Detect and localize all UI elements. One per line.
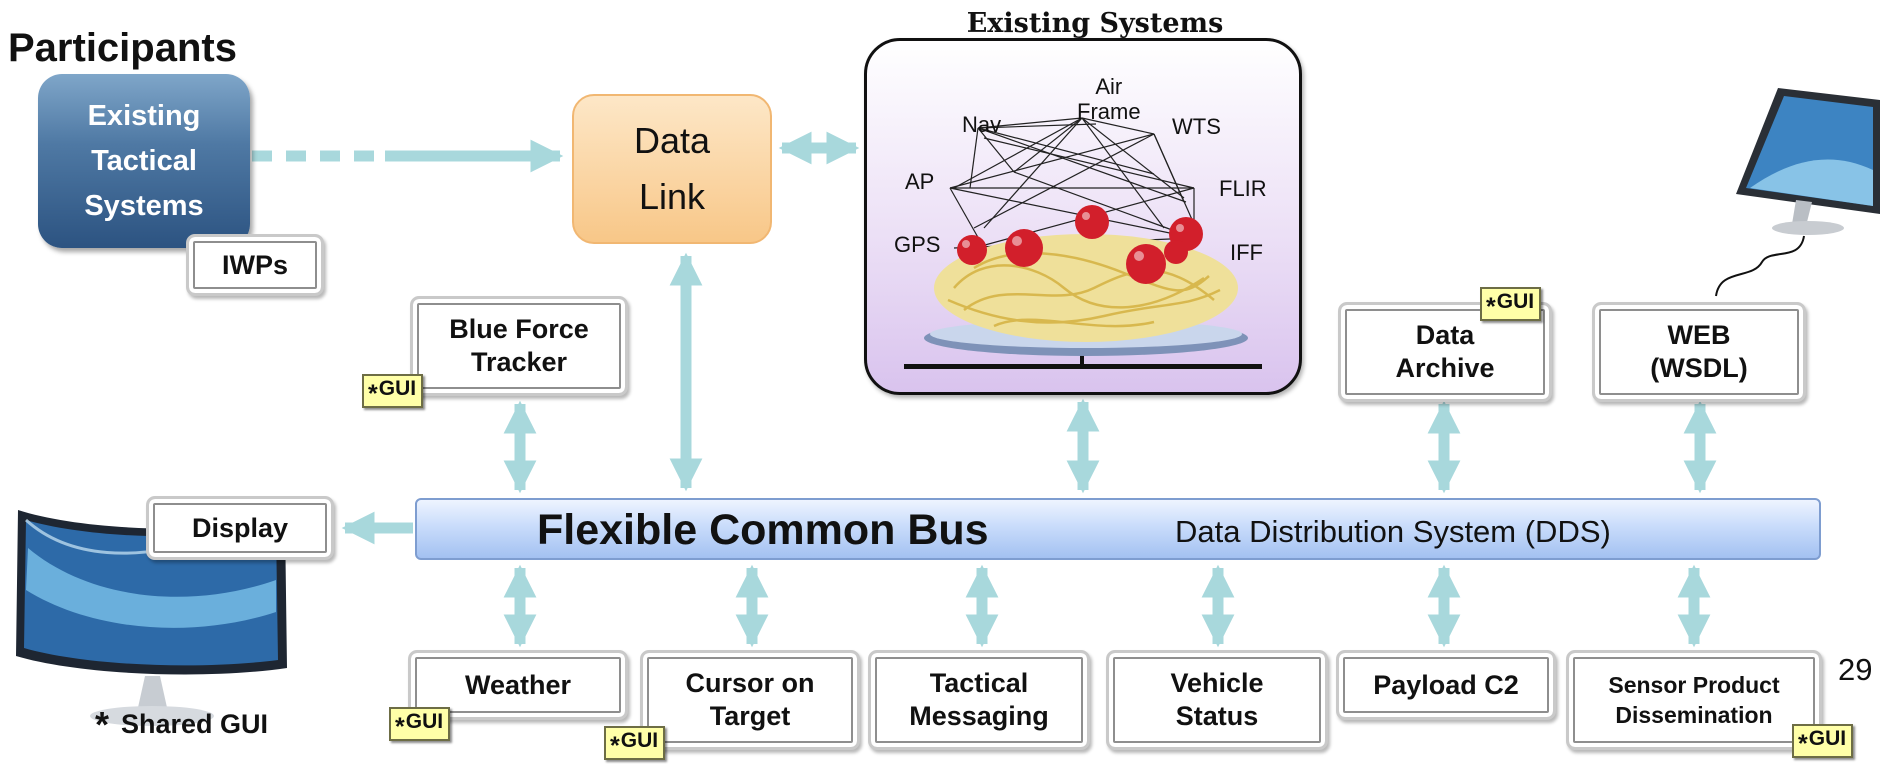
iwps-box[interactable]: IWPs — [186, 234, 324, 296]
blue-force-tracker-label: Blue Force Tracker — [449, 314, 589, 377]
sensor-product-dissemination-box[interactable]: Sensor Product Dissemination — [1566, 650, 1822, 750]
gui-tag-sensor: *GUI — [1792, 724, 1854, 758]
ap-label: AP — [905, 169, 935, 194]
gui-tag-data-archive: *GUI — [1480, 287, 1542, 321]
data-archive-label: Data Archive — [1395, 320, 1495, 383]
gui-star: * — [1486, 293, 1496, 321]
display-label: Display — [191, 512, 289, 543]
legend-star: * — [95, 704, 110, 745]
gps-label: GPS — [894, 232, 941, 257]
gui-text: GUI — [405, 710, 444, 733]
nav-label: Nav — [962, 112, 1002, 137]
flexible-common-bus[interactable]: Flexible Common Bus Data Distribution Sy… — [415, 498, 1821, 560]
bus-subtitle: Data Distribution System (DDS) — [1175, 514, 1611, 549]
tactical-messaging-box[interactable]: Tactical Messaging — [868, 650, 1090, 750]
spaghetti-network — [904, 117, 1262, 369]
gui-text: GUI — [1496, 290, 1535, 313]
desktop-monitor-icon — [1715, 88, 1880, 297]
iff-label: IFF — [1230, 240, 1263, 265]
vehicle-status-label: Vehicle Status — [1170, 668, 1264, 731]
blue-force-tracker-box[interactable]: Blue Force Tracker — [410, 296, 628, 396]
payload-c2-box[interactable]: Payload C2 — [1336, 650, 1556, 720]
gui-star: * — [395, 713, 405, 741]
flir-label: FLIR — [1219, 176, 1267, 201]
sensor-product-label: Sensor Product Dissemination — [1608, 672, 1780, 728]
gui-star: * — [610, 732, 620, 760]
wts-label: WTS — [1172, 114, 1221, 139]
display-box[interactable]: Display — [146, 496, 334, 560]
gui-star: * — [368, 380, 378, 408]
gui-tag-cursor: *GUI — [604, 726, 666, 760]
page-number: 29 — [1838, 652, 1873, 687]
iwps-label: IWPs — [221, 249, 288, 280]
tactical-messaging-label: Tactical Messaging — [909, 668, 1049, 731]
cursor-on-target-label: Cursor on Target — [685, 668, 815, 731]
gui-star: * — [1798, 730, 1808, 758]
gui-text: GUI — [1808, 727, 1847, 750]
air-frame-label: Air Frame — [1077, 74, 1141, 124]
web-wsdl-box[interactable]: WEB (WSDL) — [1592, 302, 1806, 402]
gui-tag-weather: *GUI — [389, 707, 451, 741]
gui-text: GUI — [378, 377, 417, 400]
weather-label: Weather — [464, 669, 572, 700]
existing-systems-title: Existing Systems — [966, 8, 1224, 39]
tactical-systems-label: Existing Tactical Systems — [84, 99, 204, 222]
payload-c2-label: Payload C2 — [1373, 669, 1519, 700]
cursor-on-target-box[interactable]: Cursor on Target — [640, 650, 860, 750]
existing-tactical-systems-box[interactable]: Existing Tactical Systems — [38, 74, 250, 248]
data-link-box[interactable]: Data Link — [572, 94, 772, 244]
web-wsdl-label: WEB (WSDL) — [1650, 320, 1748, 383]
existing-systems-panel: Nav Air Frame WTS AP FLIR GPS IFF — [864, 38, 1302, 395]
page-title: Participants — [8, 26, 237, 70]
data-link-label: Data Link — [633, 120, 711, 217]
bus-title: Flexible Common Bus — [537, 506, 989, 554]
gui-tag-blue-force: *GUI — [362, 374, 424, 408]
shared-gui-legend: * Shared GUI — [95, 704, 268, 746]
gui-text: GUI — [620, 729, 659, 752]
legend-text: Shared GUI — [121, 709, 269, 739]
vehicle-status-box[interactable]: Vehicle Status — [1106, 650, 1328, 750]
